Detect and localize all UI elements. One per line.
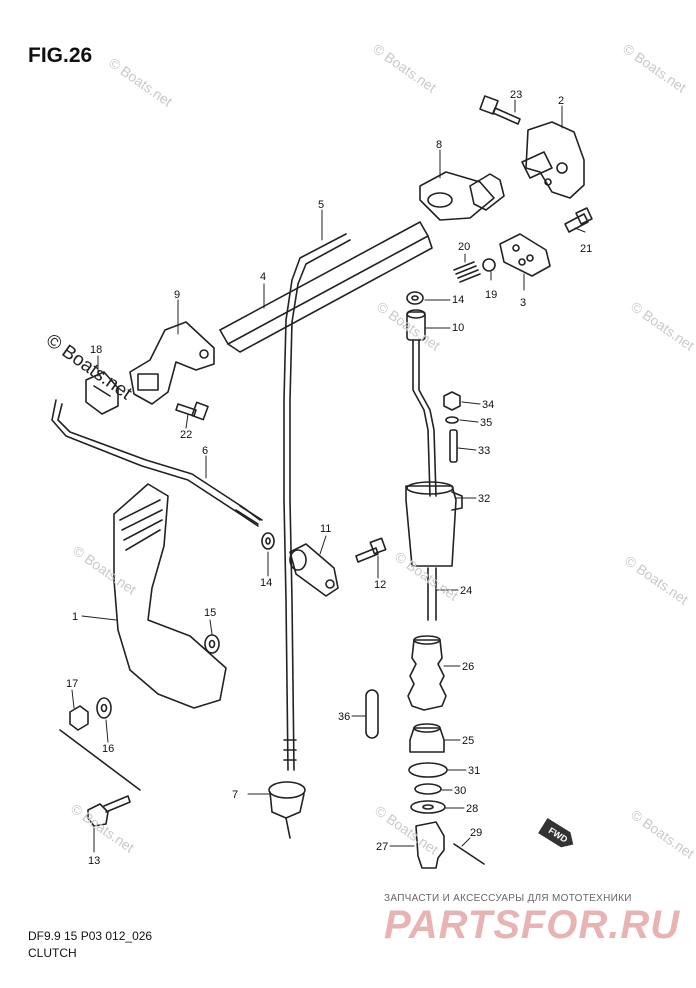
part-washer-30: [414, 783, 442, 795]
part-bolt-22: [175, 401, 209, 421]
part-nut-17: [69, 705, 89, 731]
callout-20: 20: [458, 241, 470, 253]
brand-logo: PARTSFOR.RU: [384, 903, 681, 947]
callout-19: 19: [485, 289, 497, 301]
part-rod-6: [51, 399, 263, 527]
callout-33: 33: [478, 445, 490, 457]
part-guide-25: [409, 723, 445, 753]
callout-11: 11: [320, 523, 331, 535]
section-name: CLUTCH: [28, 946, 77, 960]
callout-14-lower: 14: [260, 577, 272, 589]
part-bolt-13: [59, 729, 141, 827]
callout-30: 30: [454, 785, 466, 797]
part-bolt-21: [564, 207, 593, 233]
part-plate-3: [499, 233, 551, 277]
part-washer-14-lower: [261, 532, 275, 550]
model-code: DF9.9 15 P03 012_026: [28, 929, 153, 943]
figure-title: FIG.26: [28, 44, 93, 67]
part-pin-29: [453, 843, 485, 865]
callout-4: 4: [260, 271, 266, 283]
part-rod-24: [412, 339, 437, 621]
callout-29: 29: [470, 827, 482, 839]
callout-36: 36: [338, 711, 350, 723]
part-nut-34: [443, 391, 461, 411]
callout-31: 31: [468, 765, 480, 777]
callout-35: 35: [480, 417, 492, 429]
callout-22: 22: [180, 429, 192, 441]
callout-12: 12: [374, 579, 386, 591]
callout-14-upper: 14: [452, 294, 464, 306]
callout-32: 32: [478, 493, 490, 505]
part-bracket-2: [521, 121, 585, 199]
callout-5: 5: [318, 199, 324, 211]
part-washer-15: [204, 634, 220, 654]
part-bolt-23: [479, 95, 521, 125]
part-oring-31: [408, 762, 448, 778]
part-housing-32: [405, 481, 463, 567]
callout-26: 26: [462, 661, 474, 673]
part-lever-8: [419, 171, 505, 221]
part-spring-20: [453, 261, 481, 283]
brand-tagline: ЗАПЧАСТИ И АКСЕССУАРЫ ДЛЯ МОТОТЕХНИКИ: [384, 893, 632, 904]
callout-27: 27: [376, 841, 388, 853]
callout-28: 28: [466, 803, 478, 815]
callout-2: 2: [558, 95, 564, 107]
part-pin-33: [449, 429, 458, 463]
callout-21: 21: [580, 243, 592, 255]
callout-25: 25: [462, 735, 474, 747]
callout-13: 13: [88, 855, 100, 867]
part-rod-5: [283, 233, 351, 771]
callout-3: 3: [520, 297, 526, 309]
part-pedal-1: [113, 483, 227, 709]
callout-8: 8: [436, 139, 442, 151]
callout-18: 18: [90, 344, 102, 356]
part-sleeve-10: [406, 309, 426, 341]
part-plate-27: [415, 821, 445, 869]
callout-7: 7: [232, 789, 238, 801]
part-washer-14-upper: [406, 291, 424, 305]
part-clip-18: [85, 371, 119, 415]
part-pin-36: [365, 689, 379, 739]
callout-15: 15: [204, 607, 216, 619]
part-ball-19: [482, 258, 496, 272]
part-shaft-4: [219, 221, 433, 353]
callout-1: 1: [72, 611, 78, 623]
part-washer-16: [96, 697, 112, 719]
callout-9: 9: [174, 289, 180, 301]
part-boot-26: [407, 635, 447, 711]
callout-6: 6: [202, 445, 208, 457]
part-cam-11: [289, 543, 339, 597]
callout-17: 17: [66, 678, 78, 690]
callout-10: 10: [452, 322, 464, 334]
callout-23: 23: [510, 89, 522, 101]
callout-labels: 23 2 8 5 21 20 19 3 4 14 10 9 18 34 35 3…: [66, 89, 592, 867]
part-grommet-7: [268, 781, 306, 839]
leader-lines: [71, 99, 586, 853]
callout-16: 16: [102, 743, 114, 755]
part-washer-28: [410, 800, 446, 814]
callout-24: 24: [460, 585, 472, 597]
part-bolt-12: [355, 537, 387, 563]
callout-34: 34: [482, 399, 494, 411]
part-washer-35: [445, 416, 459, 424]
part-bracket-9: [129, 321, 215, 405]
